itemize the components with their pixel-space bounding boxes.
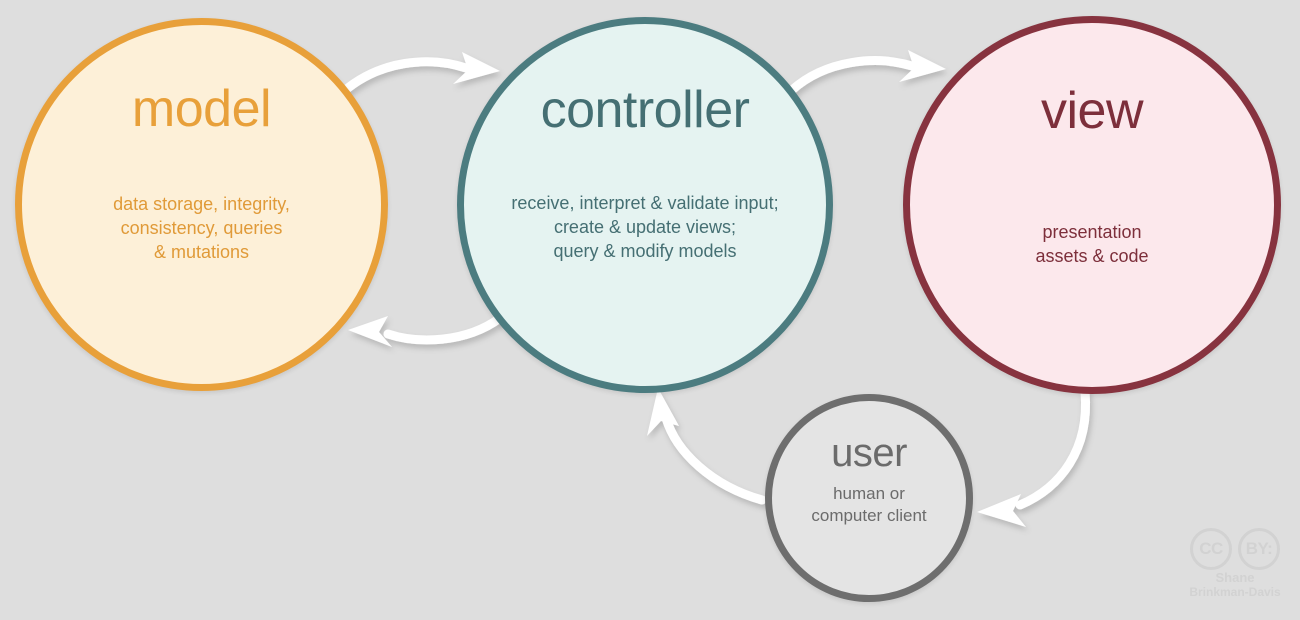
node-user[interactable]: user human or computer client — [765, 394, 973, 602]
node-model[interactable]: model data storage, integrity, consisten… — [15, 18, 388, 391]
arrow-controller-to-view — [787, 50, 946, 95]
author-last-name: Brinkman-Davis — [1189, 584, 1281, 599]
author-attribution: Shane Brinkman-Davis — [1189, 570, 1281, 599]
author-first-name: Shane — [1215, 570, 1255, 585]
attribution-by-icon: BY: — [1238, 528, 1280, 570]
node-model-title: model — [131, 80, 272, 138]
node-controller-title: controller — [540, 81, 750, 139]
arrow-model-to-controller — [338, 52, 500, 97]
creative-commons-icon: CC — [1190, 528, 1232, 570]
node-user-description: human or computer client — [811, 484, 927, 526]
cc-marks: CC BY: — [1190, 528, 1280, 570]
arrow-controller-to-model — [348, 313, 505, 347]
node-view-title: view — [1040, 82, 1144, 140]
node-view[interactable]: view presentation assets & code — [903, 16, 1281, 394]
node-controller[interactable]: controller receive, interpret & validate… — [457, 17, 833, 393]
node-model-description: data storage, integrity, consistency, qu… — [113, 194, 290, 262]
arrow-view-to-user — [977, 387, 1091, 527]
node-controller-description: receive, interpret & validate input; cre… — [511, 193, 779, 261]
creative-commons-badge: CC BY: Shane Brinkman-Davis — [1176, 528, 1294, 608]
node-user-title: user — [831, 431, 907, 475]
arrow-user-to-controller — [647, 388, 767, 505]
node-view-description: presentation assets & code — [1035, 222, 1149, 266]
